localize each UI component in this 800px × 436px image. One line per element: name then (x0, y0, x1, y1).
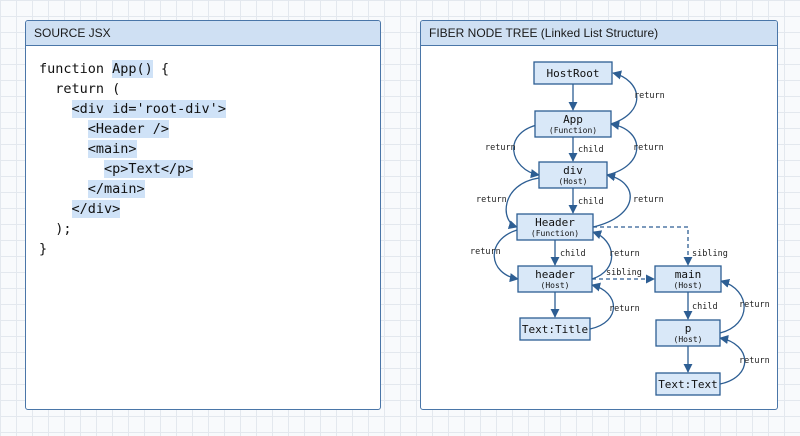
fiber-node-text-text: Text:Text (655, 372, 721, 396)
code-token: <p>Text</p> (104, 160, 194, 178)
code-line: } (39, 239, 226, 259)
edge-label-return: return (634, 91, 665, 101)
fiber-node-header-comp: Header(Function) (516, 213, 594, 241)
fiber-node-hostroot: HostRoot (533, 61, 613, 85)
fiber-node-name: Header (535, 216, 575, 229)
edge-return-app-div-left (513, 123, 542, 179)
edge-return-p-main (719, 278, 745, 334)
fiber-node-type: (Function) (531, 229, 579, 238)
fiber-node-name: p (685, 322, 692, 335)
fiber-node-box (655, 372, 721, 396)
edge-label-return: return (470, 247, 501, 257)
edge-label-child: child (692, 302, 718, 312)
fiber-node-text-title: Text:Title (519, 317, 591, 341)
edge-return-header-headercomp (591, 230, 613, 280)
code-token: ); (39, 221, 72, 237)
code-token: function (39, 61, 113, 77)
edge-label-return: return (476, 195, 507, 205)
fiber-node-type: (Host) (541, 281, 570, 290)
edge-return-header-div (592, 172, 631, 228)
edge-return-texttext-p (719, 335, 746, 385)
fiber-node-type: (Function) (549, 126, 597, 135)
fiber-node-type: (Host) (674, 281, 703, 290)
fiber-node-box (519, 317, 591, 341)
fiber-node-type: (Host) (674, 335, 703, 344)
code-token: <div id='root-div'> (71, 100, 226, 118)
code-line: </div> (39, 199, 226, 219)
edge-label-sibling: sibling (692, 249, 728, 259)
fiber-node-box (516, 213, 594, 241)
fiber-node-name: Text:Text (658, 378, 718, 391)
fiber-node-name: div (563, 164, 583, 177)
fiber-node-type: (Host) (559, 177, 588, 186)
edge-label-return: return (609, 304, 640, 314)
code-token: </main> (87, 180, 145, 198)
code-token: </div> (71, 200, 121, 218)
fiber-node-app: App(Function) (534, 110, 612, 138)
fiber-node-box (517, 265, 593, 293)
source-jsx-panel: SOURCE JSX function App() { return ( <di… (25, 20, 381, 410)
code-token: App() (112, 60, 153, 78)
fiber-node-name: main (675, 268, 702, 281)
edge-return-header-left (493, 229, 519, 283)
edge-label-return: return (633, 143, 664, 153)
edge-return-app-hostroot (610, 70, 638, 125)
edge-label-return: return (633, 195, 664, 205)
fiber-tree-title: FIBER NODE TREE (Linked List Structure) (421, 21, 777, 46)
code-line: </main> (39, 179, 226, 199)
fiber-node-box (654, 265, 722, 293)
edge-return-div-header-left (505, 177, 540, 230)
edge-return-texttitle-header (589, 282, 615, 330)
edge-label-return: return (739, 300, 770, 310)
code-line: <Header /> (39, 119, 226, 139)
code-line: <div id='root-div'> (39, 99, 226, 119)
code-token: { (152, 61, 170, 77)
code-block: function App() { return ( <div id='root-… (39, 59, 226, 259)
code-token: <main> (87, 140, 137, 158)
fiber-node-header: header(Host) (517, 265, 593, 293)
edge-return-div-app (606, 120, 638, 176)
edge-label-child: child (560, 249, 586, 259)
fiber-node-main: main(Host) (654, 265, 722, 293)
code-line: <main> (39, 139, 226, 159)
code-line: return ( (39, 79, 226, 99)
code-line: <p>Text</p> (39, 159, 226, 179)
fiber-node-div: div(Host) (538, 161, 608, 189)
edge-sibling-headercomp-main (593, 226, 693, 266)
edge-label-child: child (578, 145, 604, 155)
fiber-node-box (538, 161, 608, 189)
source-jsx-title: SOURCE JSX (26, 21, 380, 46)
code-token: <Header /> (87, 120, 170, 138)
fiber-node-name: header (535, 268, 575, 281)
edge-label-return: return (609, 249, 640, 259)
fiber-node-name: Text:Title (522, 323, 588, 336)
fiber-node-p: p(Host) (655, 319, 721, 347)
code-line: function App() { (39, 59, 226, 79)
fiber-node-box (533, 61, 613, 85)
fiber-node-box (534, 110, 612, 138)
edge-label-return: return (485, 143, 516, 153)
edge-label-return: return (739, 356, 770, 366)
code-token: } (39, 241, 48, 257)
edge-label-sibling: sibling (606, 268, 642, 278)
edge-label-child: child (578, 197, 604, 207)
code-token: return ( (39, 81, 121, 97)
fiber-node-name: HostRoot (547, 67, 600, 80)
code-line: ); (39, 219, 226, 239)
fiber-node-name: App (563, 113, 583, 126)
fiber-node-box (655, 319, 721, 347)
